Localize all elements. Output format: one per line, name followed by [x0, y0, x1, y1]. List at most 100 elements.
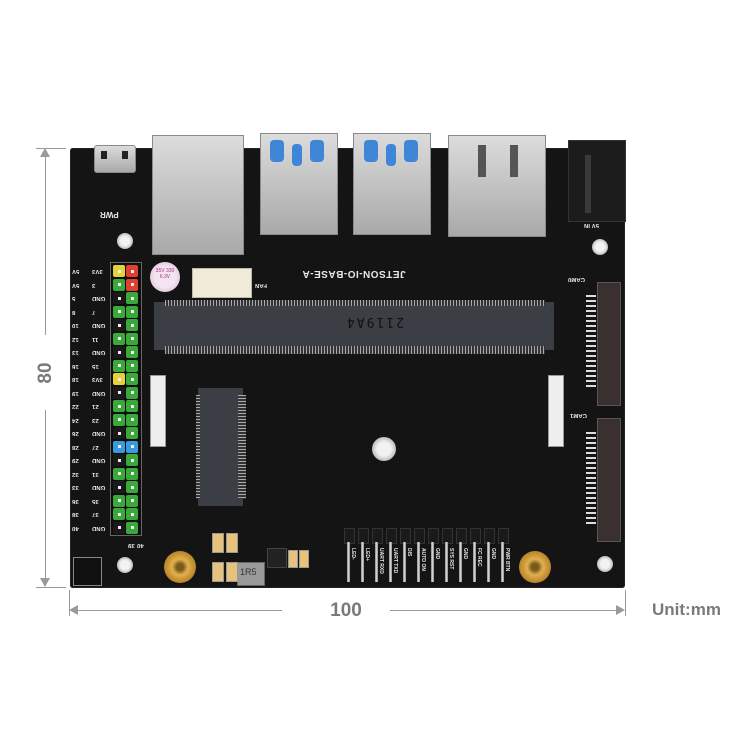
pin-contact [117, 418, 121, 421]
gpio-label: 21 [92, 403, 99, 409]
mounting-hole-bottom-left [117, 557, 133, 573]
pin-contact [130, 472, 134, 475]
gpio-pin-number-40: 40 [137, 542, 144, 548]
pin-contact [117, 445, 121, 448]
pin-contact [130, 499, 134, 502]
header-pin-label: LED+ [364, 548, 370, 561]
smd-capacitor [226, 562, 238, 582]
smd-capacitor [299, 550, 309, 568]
height-dimension-line-bottom [45, 410, 46, 585]
header-pin-leg [347, 542, 350, 582]
mounting-hole-top-left [117, 233, 133, 249]
gpio-label: 13 [72, 349, 79, 355]
pin-contact [117, 269, 121, 273]
pin-contact [117, 458, 121, 462]
header-pin-label: GND [490, 548, 496, 560]
header-pin-leg [375, 542, 378, 582]
gpio-pin [126, 386, 138, 399]
pin-contact [117, 499, 121, 502]
header-pin-label: DIS [406, 548, 412, 557]
pin-contact [130, 485, 134, 489]
unit-label: Unit:mm [652, 600, 721, 619]
gpio-pin [113, 521, 125, 534]
pin-contact [130, 337, 134, 340]
cam0-silk-label: CAM0 [568, 276, 586, 282]
gpio-pin [126, 305, 138, 318]
gpio-pin [113, 508, 125, 520]
pin-contact [130, 323, 134, 327]
header-pin-label: UART RXD [378, 548, 384, 574]
pin-contact [130, 364, 134, 367]
usb3-port-2-contact [386, 144, 396, 166]
dc-barrel-jack [568, 140, 626, 222]
gpio-pin [113, 319, 125, 331]
pin-contact [117, 472, 121, 475]
height-dimension-line-top [45, 150, 46, 335]
gpio-pin [113, 373, 125, 385]
fan-connector [192, 268, 252, 298]
usb3-port-1-contact [292, 144, 302, 166]
gpio-label: 40 [72, 524, 79, 531]
cam1-pins [586, 432, 596, 526]
gpio-label: 11 [92, 335, 99, 342]
gpio-pin [113, 346, 125, 358]
gpio-pin [113, 292, 125, 304]
pin-contact [117, 296, 121, 300]
pin-contact [130, 512, 134, 516]
gpio-pin [126, 346, 138, 358]
pin-contact [130, 310, 134, 313]
pin-contact [117, 485, 121, 489]
gpio-label: 7 [92, 308, 96, 315]
gpio-label: 3V3 [92, 268, 103, 274]
gpio-pin [126, 278, 138, 291]
arrow-down-icon [40, 578, 50, 587]
micro-usb-opening [101, 151, 107, 159]
power-ic [267, 548, 287, 568]
pin-contact [130, 377, 134, 381]
cam1-silk-label: CAM1 [570, 412, 588, 418]
gpio-pin [126, 265, 138, 277]
gpio-pin [126, 494, 138, 507]
gpio-pin [126, 292, 138, 304]
gpio-label: 32 [72, 470, 79, 477]
pin-contact [117, 377, 121, 381]
gpio-pin [126, 454, 138, 466]
pin-contact [117, 404, 121, 408]
gpio-pin [113, 400, 125, 412]
gpio-pin [126, 332, 138, 345]
gpio-40pin-header [110, 262, 142, 536]
width-dimension-left-tick [69, 590, 70, 616]
smd-capacitor [226, 533, 238, 553]
height-dimension-top-tick [36, 148, 66, 149]
gpio-label: 10 [72, 322, 79, 328]
display-port-slot [478, 145, 486, 177]
gpio-label: GND [92, 430, 106, 436]
header-pin-label: FC REC [476, 548, 482, 567]
header-pin-label: GND [434, 548, 440, 560]
header-pin-leg [501, 542, 504, 582]
header-pin-leg [389, 542, 392, 582]
so-dimm-latch-left [150, 375, 166, 447]
gpio-pin [126, 400, 138, 412]
header-pin-leg [431, 542, 434, 582]
arrow-left-icon [69, 605, 78, 615]
pin-contact [117, 323, 121, 327]
ethernet-port [152, 135, 244, 255]
dc-barrel-jack-highlight [585, 155, 591, 213]
m2-slot [198, 388, 243, 506]
gpio-label: 3V3 [92, 376, 103, 382]
width-dimension-line-right [390, 610, 622, 611]
gpio-pin [126, 373, 138, 385]
pin-contact [130, 404, 134, 408]
dc-in-silk-label: 5V IN [584, 222, 600, 228]
jumper-header-2x2 [73, 557, 102, 586]
so-dimm-label: 2119A4 [345, 314, 404, 329]
gpio-pin [113, 332, 125, 345]
pin-contact [130, 269, 134, 273]
gpio-pin [126, 481, 138, 493]
gpio-pin [113, 440, 125, 453]
gpio-pin [113, 427, 125, 439]
pin-contact [130, 418, 134, 421]
gpio-pin [113, 454, 125, 466]
cam0-pins [586, 295, 596, 389]
